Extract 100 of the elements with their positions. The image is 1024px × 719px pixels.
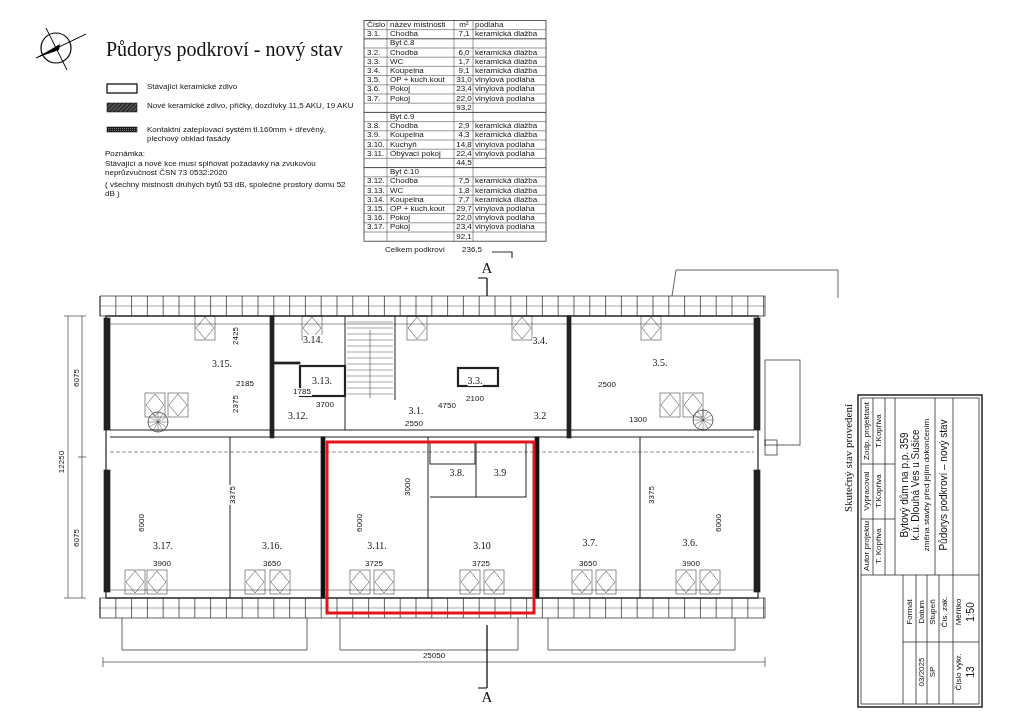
dimension-text: 3375 — [229, 485, 237, 505]
section-mark: A — [481, 688, 493, 706]
dimension-text: 6075 — [73, 528, 81, 548]
table-text: m² — [459, 21, 469, 29]
dimension-text: 6075 — [73, 368, 81, 388]
table-text: Byt č.9 — [390, 113, 415, 121]
table-text: 236,5 — [462, 246, 482, 254]
dimension-text: 1300 — [628, 416, 648, 424]
title-block-text: Měřítko — [955, 598, 963, 626]
table-text: 7,1 — [458, 30, 470, 39]
room-number: 3.11. — [367, 541, 387, 551]
title-block-text: Vypracoval — [863, 471, 871, 511]
table-text: 6,0 — [458, 48, 470, 57]
table-text: Celkem podkroví — [385, 246, 446, 254]
table-text: 3.4. — [367, 67, 381, 75]
table-text: 7,7 — [458, 195, 470, 204]
table-text: 44,5 — [456, 159, 472, 167]
table-text: 3.13. — [367, 186, 385, 195]
room-number: 3.10 — [473, 541, 491, 551]
dimension-text: 6000 — [715, 513, 723, 533]
room-number: 3.5. — [652, 358, 668, 368]
dimension-text: 2185 — [235, 380, 255, 388]
dimension-text: 3000 — [404, 477, 412, 497]
table-text: Byt č.10 — [390, 168, 419, 177]
title-block-text: T.Kopřiva — [875, 414, 883, 448]
table-text: 23,4 — [456, 85, 472, 94]
section-mark: A — [481, 259, 493, 277]
table-text: 22,0 — [456, 94, 472, 103]
note-text: Poznámka: — [105, 150, 146, 159]
table-text: keramická dlažba — [475, 131, 538, 140]
table-text: 93,2 — [456, 103, 472, 112]
table-text: 4,3 — [458, 131, 470, 140]
table-text: Chodba — [390, 122, 419, 131]
table-text: 3.3. — [367, 57, 381, 66]
table-text: 3.1. — [367, 30, 381, 39]
table-text: Chodba — [390, 48, 419, 57]
dimension-text: 3650 — [262, 560, 282, 568]
table-text: Pokoj — [390, 85, 410, 94]
table-text: keramická dlažba — [475, 186, 538, 195]
table-text: Koupelna — [390, 67, 424, 75]
title-block-text: T. Kopřiva — [875, 528, 883, 564]
table-text: 3.12. — [367, 177, 385, 186]
table-text: vinylová podlaha — [475, 94, 535, 103]
room-number: 3.14. — [303, 335, 323, 345]
title-block-text: 13 — [966, 666, 976, 678]
room-number: 3.3. — [467, 376, 483, 386]
table-text: 22,4 — [456, 149, 472, 158]
table-text: podlaha — [475, 21, 504, 29]
table-text: keramická dlažba — [475, 57, 538, 66]
room-number: 3.9 — [493, 468, 507, 478]
dimension-text: 2100 — [465, 395, 485, 403]
table-text: 14,8 — [456, 140, 472, 149]
title-block-text: změna stavby před jejím dokončením — [923, 418, 931, 552]
room-number: 3.15. — [212, 359, 232, 369]
table-text: 7,5 — [458, 177, 470, 186]
table-text: 92,1 — [456, 232, 472, 241]
legend-text: Stávající keramické zdivo — [147, 83, 239, 92]
table-text: vinylová podlaha — [475, 214, 535, 223]
legend-text: Nové keramické zdivo, příčky, dozdívky 11,5 AKU, 19 AKU — [147, 102, 355, 111]
table-text: 1,8 — [458, 186, 470, 195]
table-text: 3.17. — [367, 223, 385, 232]
title-block-text: k.ú. Dlouhá Ves u Sušice — [911, 429, 921, 541]
title-block-text: 1:50 — [966, 602, 976, 622]
table-text: vinylová podlaha — [475, 140, 535, 149]
table-text: Chodba — [390, 177, 419, 186]
table-text: 3.5. — [367, 76, 381, 85]
table-text: Chodba — [390, 30, 419, 39]
table-text: Koupelna — [390, 195, 424, 204]
title-block-text: Půdorys podkroví – nový stav — [939, 419, 949, 551]
table-text: keramická dlažba — [475, 48, 538, 57]
room-number: 3.13. — [312, 376, 332, 386]
room-number: 3.1. — [408, 406, 424, 416]
room-number: 3.16. — [262, 541, 282, 551]
table-text: 29,7 — [456, 205, 472, 213]
title-block-text: Bytový dům na p.p. 359 — [900, 432, 910, 538]
legend-text: Kontaktní zateplovací systém tl.160mm + dřevěný, plechový obklad fasády — [147, 126, 327, 144]
table-text: 3.7. — [367, 94, 381, 103]
table-text: OP + kuch.kout — [390, 205, 445, 213]
table-text: 31,0 — [456, 76, 472, 85]
table-text: 9,1 — [458, 67, 470, 75]
table-text: vinylová podlaha — [475, 76, 535, 85]
table-text: Obývací pokoj — [390, 149, 441, 158]
dimension-text: 6000 — [356, 513, 364, 533]
title-block-text: Autor projektu — [863, 521, 871, 571]
table-text: vinylová podlaha — [475, 149, 535, 158]
table-text: OP + kuch.kout — [390, 76, 445, 85]
dimension-text: 2550 — [404, 420, 424, 428]
stamp-text: Skutečný stav provedení — [841, 403, 855, 513]
dimension-text: 3900 — [681, 560, 701, 568]
dimension-text: 3650 — [578, 560, 598, 568]
table-text: keramická dlažba — [475, 30, 538, 39]
diagram-title: Půdorys podkroví - nový stav — [106, 38, 343, 60]
table-text: keramická dlažba — [475, 122, 538, 131]
table-text: 1,7 — [458, 57, 470, 66]
table-text: 2,9 — [458, 122, 470, 131]
table-text: WC — [390, 57, 404, 66]
dimension-text: 3375 — [648, 485, 656, 505]
title-block-text: Číslo výkr. — [955, 653, 963, 691]
dimension-text: 12250 — [58, 449, 66, 475]
room-number: 3.17. — [153, 541, 173, 551]
